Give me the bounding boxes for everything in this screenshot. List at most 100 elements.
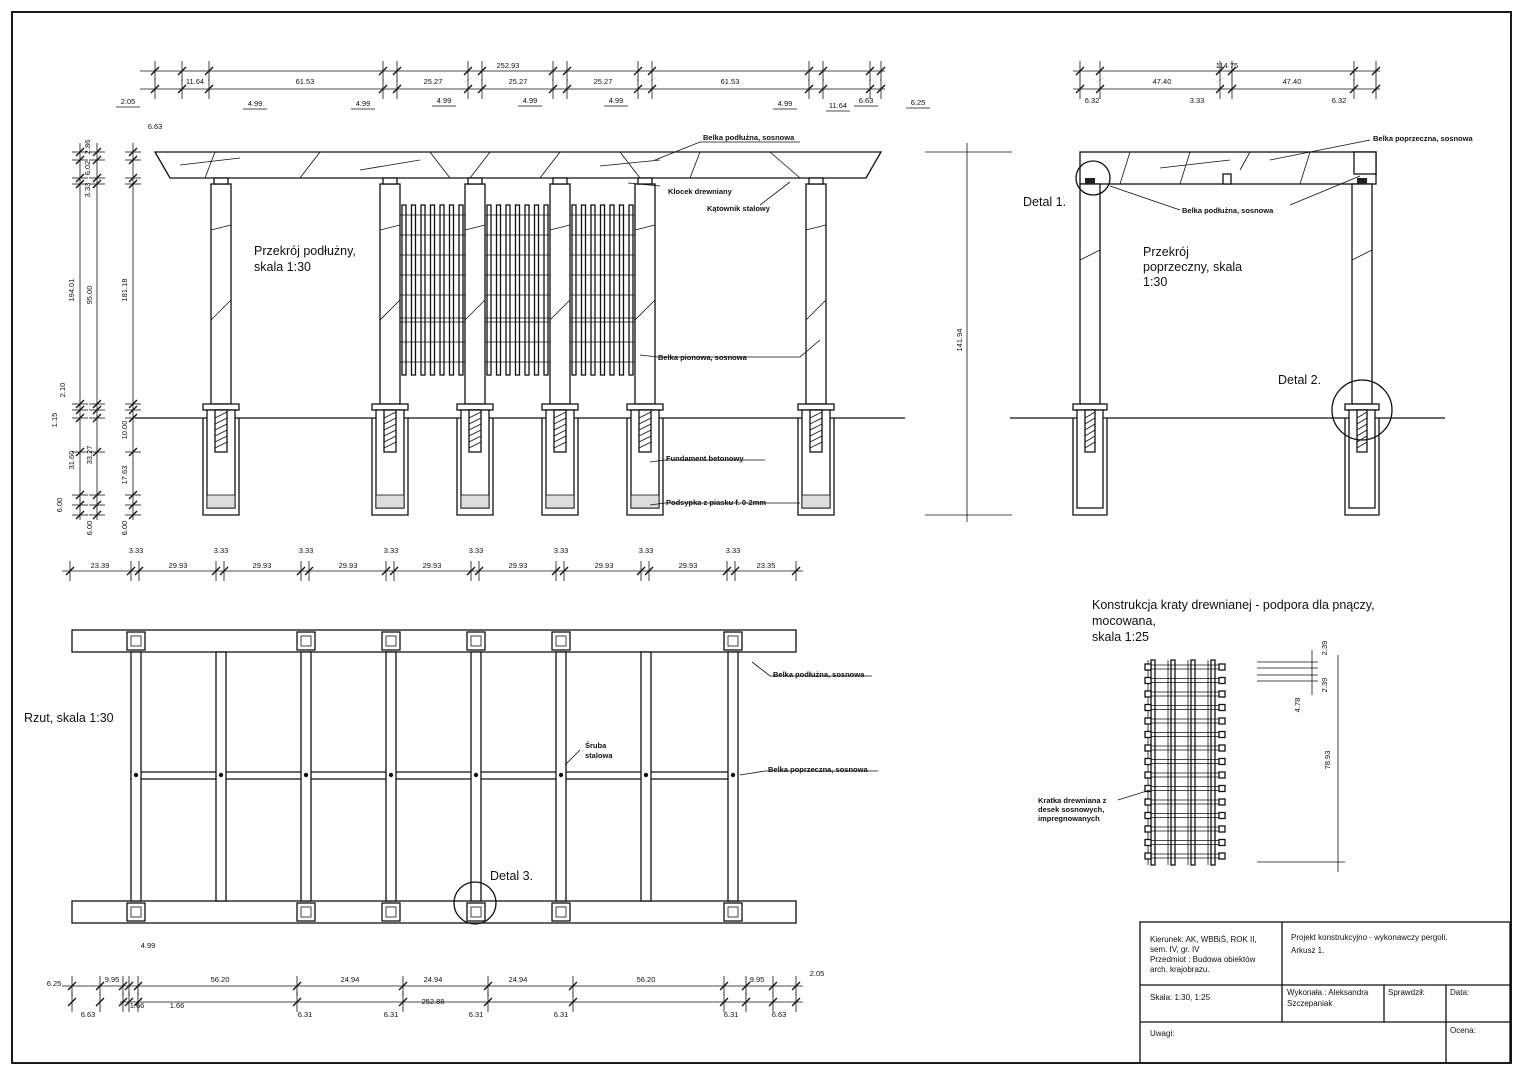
dim-plan-bottom-left-2: 1.66 <box>130 1001 145 1010</box>
dim-plan-bottom-left-3: 1.66 <box>170 1001 185 1010</box>
tb-skala: Skala: 1:30, 1:25 <box>1150 993 1211 1002</box>
dim-long-left-a-8: 6.00 <box>55 498 64 513</box>
dim-cross-lower-1: 3.33 <box>1190 96 1205 105</box>
post-1 <box>202 177 240 516</box>
longitudinal-section: Przekrój podłużny, skala 1:30 Belka podł… <box>50 61 1012 535</box>
plan-rafter-3 <box>296 631 316 922</box>
dim-plan-bottom-lower-3: 6.31 <box>469 1010 484 1019</box>
plan-rafter-8 <box>723 631 743 922</box>
dim-plan-bottom-1: 56.20 <box>211 975 230 984</box>
note-fundament: Fundament betonowy <box>666 454 744 463</box>
post-5 <box>626 177 664 516</box>
dim-plan-bottom-6: 9.95 <box>750 975 765 984</box>
plan-top-beam <box>71 629 797 653</box>
tb-wykonala-1: Wykonała : Aleksandra <box>1287 988 1369 997</box>
detail-3-label: Detal 3. <box>490 869 533 883</box>
dim-long-total: 252.93 <box>497 61 520 70</box>
plan-rafter-5 <box>466 631 486 922</box>
dim-long-left-a-4: 95.00 <box>85 286 94 305</box>
dim-long-row-1: 61.53 <box>296 77 315 86</box>
dim-plan-top-4: 29.93 <box>423 561 442 570</box>
tb-kierunek-3: Przedmiot : Budowa obiektów <box>1150 955 1256 964</box>
cross-title-2: poprzeczny, skala <box>1143 260 1242 274</box>
dim-long-left-a-5: 2.10 <box>58 383 67 398</box>
dim-long-row-2: 25.27 <box>424 77 443 86</box>
note-kratka-1: Kratka drewniana z <box>1038 796 1107 805</box>
dim-long-lower-7: 11.64 <box>829 101 847 110</box>
dim-cross-total: 114.75 <box>1216 61 1238 70</box>
dim-plan-bottom-5: 56.20 <box>637 975 656 984</box>
dim-long-left-a-0: 2.86 <box>83 140 92 155</box>
post-4 <box>541 177 579 516</box>
dim-cross-lower-0: 6.32 <box>1085 96 1100 105</box>
dim-plan-bottom-lower-1: 6.31 <box>298 1010 313 1019</box>
dim-cross-lower-2: 6.32 <box>1332 96 1347 105</box>
plan-rafter-2 <box>215 651 227 902</box>
tb-sprawdzil: Sprawdził: <box>1388 988 1425 997</box>
dim-long-lower-8: 6.63 <box>859 96 874 105</box>
dim-plan-bottom-lower-6: 6.63 <box>772 1010 787 1019</box>
dim-plan-bottom-left-1: 6.25 <box>47 979 62 988</box>
plan-rafter-6 <box>551 631 571 922</box>
dim-plan-small-2: 3.33 <box>299 546 314 555</box>
tb-data: Data: <box>1450 988 1469 997</box>
dim-plan-bottom-3: 24.94 <box>424 975 443 984</box>
tb-wykonala-2: Szczepaniak <box>1287 999 1333 1008</box>
plan-bottom-beam <box>71 900 797 924</box>
note-kratka-2: desek sosnowych, <box>1038 805 1104 814</box>
trellis-title-1: Konstrukcja kraty drewnianej - podpora d… <box>1092 598 1375 612</box>
post-3 <box>456 177 494 516</box>
dim-long-lower-3: 4.99 <box>437 96 452 105</box>
dim-trellis-2: 2.39 <box>1320 678 1329 693</box>
dim-plan-top-7: 29.93 <box>679 561 698 570</box>
longitudinal-title-2: skala 1:30 <box>254 260 311 274</box>
dim-plan-top-3: 29.93 <box>339 561 358 570</box>
detail-3-circle <box>453 881 497 925</box>
lattice-panel-2 <box>485 204 550 376</box>
dim-plan-top-5: 29.93 <box>509 561 528 570</box>
tb-kierunek-1: Kierunek: AK, WBBiŚ, ROK II, <box>1150 935 1257 944</box>
cross-title-3: 1:30 <box>1143 275 1167 289</box>
note-kratka-3: impregnowanych <box>1038 814 1100 823</box>
dim-long-lower-4: 4.99 <box>523 96 538 105</box>
dim-long-left-a-1: 6.02 <box>83 161 92 176</box>
title-block: Kierunek: AK, WBBiŚ, ROK II, sem. IV, gr… <box>1139 921 1511 1064</box>
dim-plan-small-1: 3.33 <box>214 546 229 555</box>
dim-plan-small-5: 3.33 <box>554 546 569 555</box>
trellis-title-3: skala 1:25 <box>1092 630 1149 644</box>
longitudinal-title-1: Przekrój podłużny, <box>254 244 356 258</box>
dim-long-left-a-2: 3.33 <box>83 183 92 198</box>
dim-long-lower-2: 4.99 <box>356 99 371 108</box>
detail-1-label: Detal 1. <box>1023 195 1066 209</box>
plan-view: Rzut, skala 1:30 Detal 3. Belka podłużna… <box>24 546 878 1019</box>
tb-projekt-1: Projekt konstrukcyjno - wykonawczy pergo… <box>1291 933 1448 942</box>
dim-plan-bottom-4: 24.94 <box>509 975 528 984</box>
lattice-panel-1 <box>400 204 465 376</box>
tb-uwagi: Uwagi: <box>1150 1029 1174 1038</box>
dim-plan-bottom-0: 9.95 <box>105 975 120 984</box>
dim-long-lower-0: 2.05 <box>121 97 136 106</box>
note-klocek: Klocek drewniany <box>668 187 733 196</box>
tb-ocena: Ocena: <box>1450 1026 1476 1035</box>
dim-plan-small-6: 3.33 <box>639 546 654 555</box>
dim-long-left-a-6: 1.15 <box>50 413 59 428</box>
dim-plan-small-3: 3.33 <box>384 546 399 555</box>
detail-2-label: Detal 2. <box>1278 373 1321 387</box>
tb-kierunek-4: arch. krajobrazu. <box>1150 965 1210 974</box>
dim-plan-bottom-lower-5: 6.31 <box>724 1010 739 1019</box>
dim-plan-top-8: 23.35 <box>757 561 776 570</box>
tb-kierunek-2: sem. IV, gr. IV <box>1150 945 1200 954</box>
dim-long-left-a-3: 194.01 <box>67 279 76 302</box>
plan-rafter-4 <box>381 631 401 922</box>
dim-plan-bottom-left-0: 4.99 <box>141 941 156 950</box>
dim-plan-top-6: 29.93 <box>595 561 614 570</box>
dim-long-row-5: 61.53 <box>721 77 740 86</box>
trellis-title-2: mocowana, <box>1092 614 1156 628</box>
dim-plan-top-2: 29.93 <box>253 561 272 570</box>
dim-plan-small-0: 3.33 <box>129 546 144 555</box>
dim-long-lower-1: 4.99 <box>248 99 263 108</box>
sheet-border <box>11 11 1512 1064</box>
plan-rafter-1 <box>126 631 146 922</box>
cross-section: 141.94 Przekrój poprzeczny, skala 1:30 D… <box>955 61 1473 516</box>
